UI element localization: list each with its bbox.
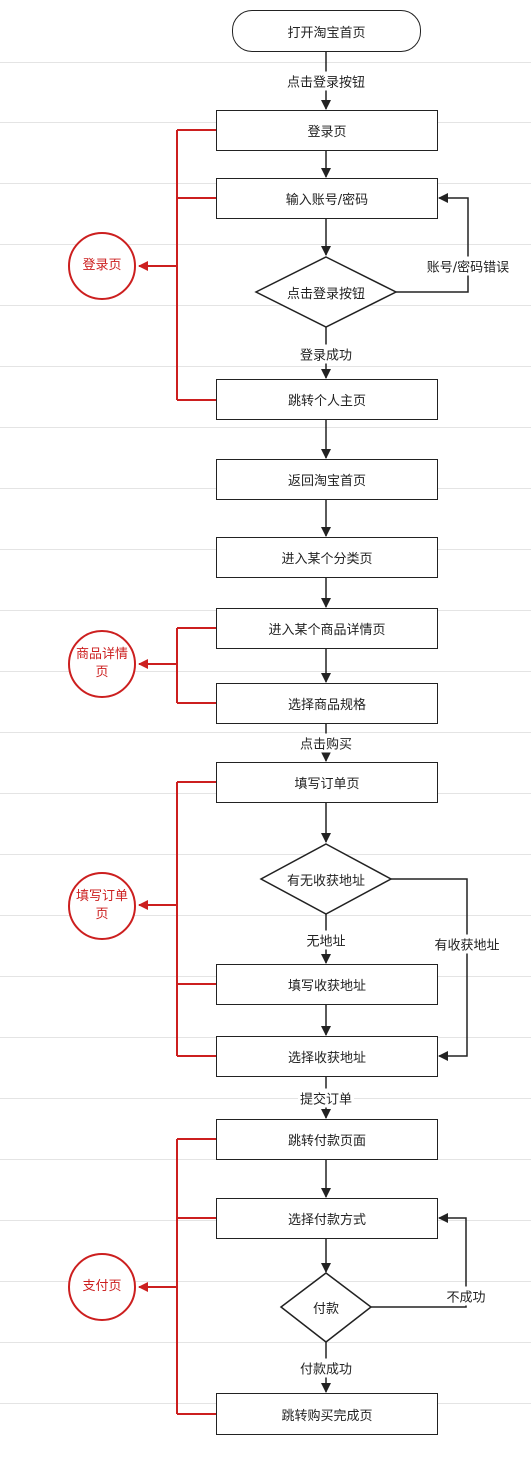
node-label: 选择付款方式: [287, 1213, 366, 1228]
edge-label-has-address: 有收获地址: [432, 934, 502, 954]
node-back-home: 返回淘宝首页: [216, 459, 438, 500]
decision-diamond-login: [254, 256, 398, 328]
edge-label-pay-success: 付款成功: [297, 1358, 355, 1378]
node-goto-done: 跳转购买完成页: [216, 1393, 438, 1435]
node-fill-order: 填写订单页: [216, 762, 438, 803]
node-label: 打开淘宝首页: [287, 25, 366, 41]
node-label: 输入账号/密码: [285, 193, 369, 208]
node-label: 填写订单页: [294, 777, 360, 792]
node-label: 跳转个人主页: [287, 394, 366, 409]
grid-line: [0, 244, 531, 245]
edge-label-login-success: 登录成功: [297, 344, 355, 364]
node-label: 有无收获地址: [286, 873, 365, 889]
node-goto-profile: 跳转个人主页: [216, 379, 438, 420]
edge-arrow: [391, 878, 468, 1061]
grid-line: [0, 1098, 531, 1099]
edge-label-click-buy: 点击购买: [297, 733, 355, 753]
grid-line: [0, 427, 531, 428]
grid-line: [0, 732, 531, 733]
node-enter-category: 进入某个分类页: [216, 537, 438, 578]
node-fill-address: 填写收获地址: [216, 964, 438, 1005]
grid-line: [0, 366, 531, 367]
edge-arrow: [396, 193, 469, 293]
start-node: 打开淘宝首页: [232, 10, 421, 52]
edge-label-submit-order: 提交订单: [297, 1088, 355, 1108]
grid-line: [0, 1281, 531, 1282]
group-circle-payment: 支付页: [68, 1253, 136, 1321]
node-choose-spec: 选择商品规格: [216, 683, 438, 724]
node-login-page: 登录页: [216, 110, 438, 151]
node-label: 跳转购买完成页: [281, 1408, 373, 1424]
node-label: 填写收获地址: [287, 979, 366, 994]
group-label: 支付页: [82, 1279, 122, 1294]
node-choose-pay-method: 选择付款方式: [216, 1198, 438, 1239]
edge-label-click-login: 点击登录按钮: [284, 71, 368, 91]
decision-diamond-address: [259, 843, 393, 915]
grid-line: [0, 671, 531, 672]
node-enter-detail: 进入某个商品详情页: [216, 608, 438, 649]
node-label: 付款: [312, 1302, 339, 1317]
group-label: 填写订单页: [75, 889, 128, 922]
edge-label-fail: 不成功: [444, 1286, 488, 1306]
node-label: 登录页: [307, 125, 347, 140]
group-circle-detail: 商品详情页: [68, 630, 136, 698]
grid-line: [0, 854, 531, 855]
edge-arrow: [371, 1213, 467, 1308]
node-label: 跳转付款页面: [287, 1134, 366, 1149]
node-choose-address: 选择收获地址: [216, 1036, 438, 1077]
grid-line: [0, 915, 531, 916]
grid-line: [0, 1342, 531, 1343]
grid-line: [0, 62, 531, 63]
grid-line: [0, 305, 531, 306]
edge-label-wrong-credentials: 账号/密码错误: [424, 256, 512, 276]
decision-has-address: 有无收获地址: [261, 844, 391, 914]
group-label: 登录页: [82, 258, 122, 273]
node-label: 进入某个分类页: [281, 552, 373, 567]
group-circle-order: 填写订单页: [68, 872, 136, 940]
group-circle-login: 登录页: [68, 232, 136, 300]
node-label: 点击登录按钮: [286, 286, 365, 302]
node-label: 返回淘宝首页: [287, 474, 366, 489]
edge-label-no-address: 无地址: [304, 930, 348, 950]
node-label: 选择商品规格: [287, 698, 366, 713]
node-input-credentials: 输入账号/密码: [216, 178, 438, 219]
node-label: 进入某个商品详情页: [268, 623, 386, 638]
decision-click-login: 点击登录按钮: [256, 257, 396, 327]
node-label: 选择收获地址: [287, 1051, 366, 1066]
decision-pay: 付款: [281, 1273, 371, 1342]
node-goto-payment: 跳转付款页面: [216, 1119, 438, 1160]
decision-diamond-pay: [279, 1272, 373, 1343]
group-label: 商品详情页: [75, 647, 128, 680]
